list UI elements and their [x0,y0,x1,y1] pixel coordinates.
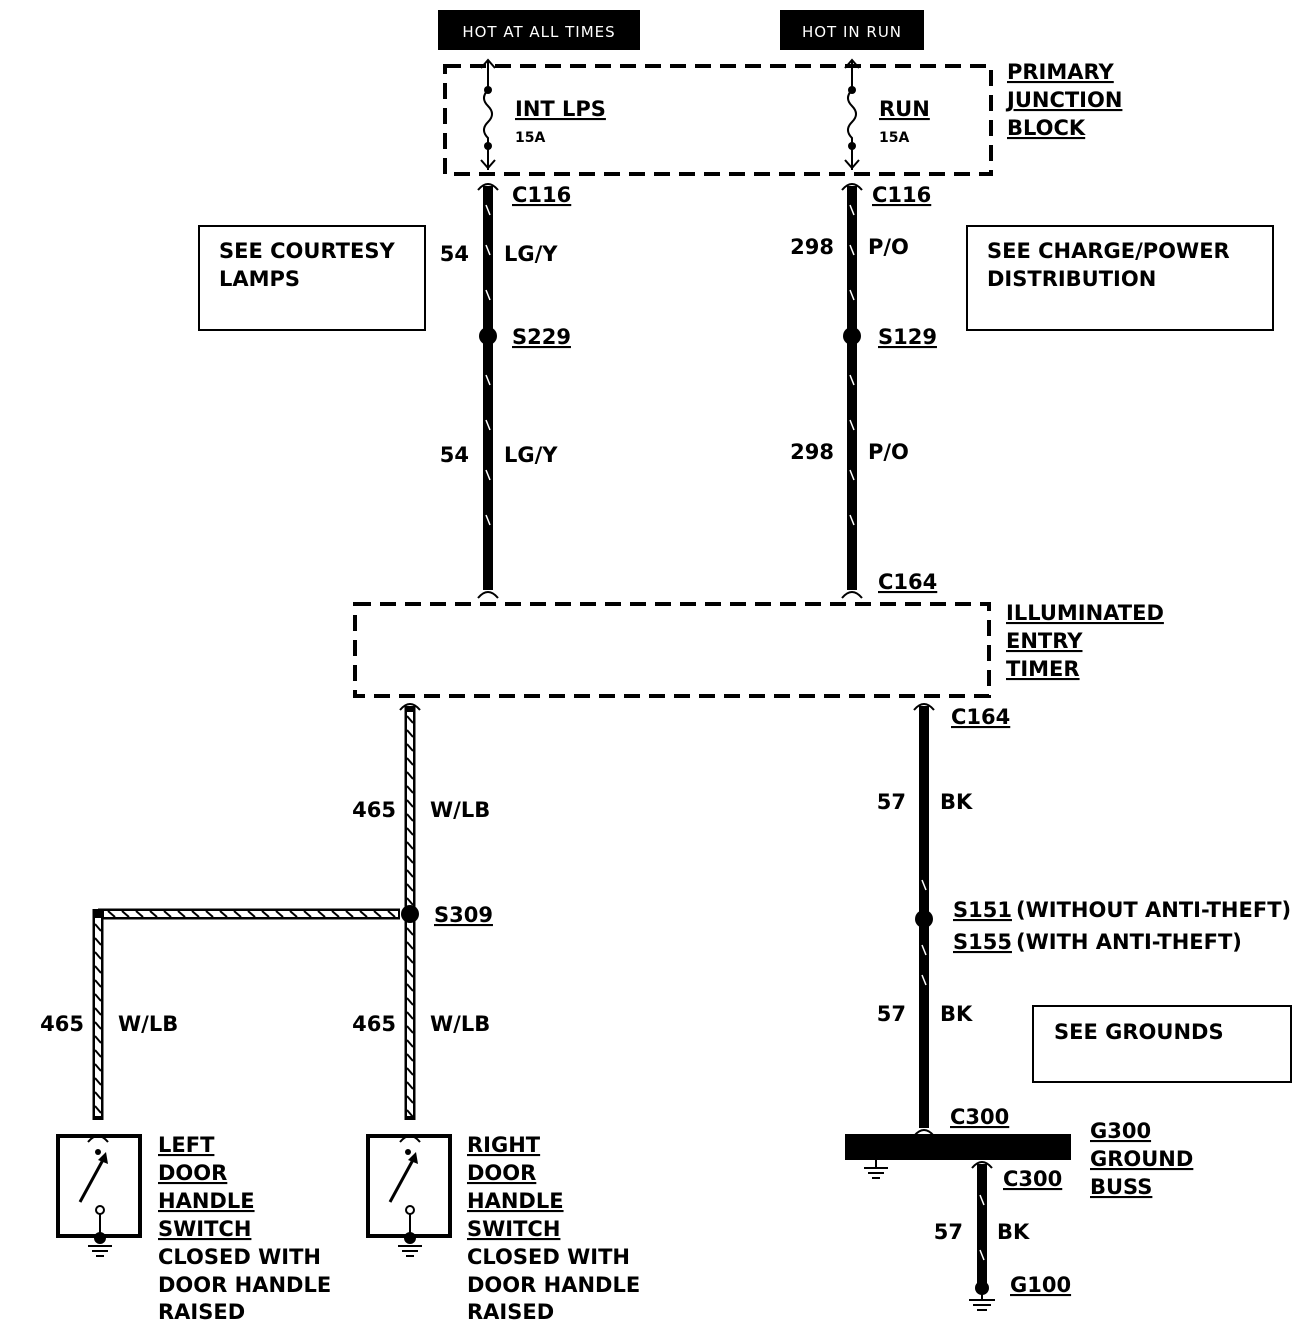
splice-s151-note: (WITHOUT ANTI-THEFT) [1016,898,1291,922]
wire-bk-lower-number: 57 [934,1220,963,1244]
left-switch-name-line-1: LEFT [158,1133,215,1157]
splice-s309-label: S309 [434,903,493,927]
wire-wlb-right-number: 465 [352,1012,396,1036]
ground-buss-line-3: BUSS [1090,1175,1152,1199]
left-switch-note-line-2: DOOR HANDLE [158,1273,331,1297]
wire-bk-upper-number: 57 [877,790,906,814]
illuminated-entry-timer [353,602,991,698]
wire-wlb-left-number: 465 [40,1012,84,1036]
g100-label: G100 [1010,1273,1071,1297]
c116-right-label: C116 [872,183,931,207]
ground-buss-bar [845,1134,1071,1160]
timer-label-line-2: ENTRY [1006,629,1083,653]
wire-lgy-upper-color: LG/Y [504,242,558,266]
timer-label-line-1: ILLUMINATED [1006,601,1164,625]
left-switch-name-line-4: SWITCH [158,1217,251,1241]
wire-bk-lower-color: BK [997,1220,1030,1244]
right-switch-name-line-3: HANDLE [467,1189,564,1213]
left-switch-name-line-3: HANDLE [158,1189,255,1213]
fuse-run [844,58,860,170]
wire-bk-middle-color: BK [940,1002,973,1026]
wire-wlb-right-color: W/LB [430,1012,490,1036]
splice-s155-label: S155 [953,930,1012,954]
right-switch-name-line-4: SWITCH [467,1217,560,1241]
wire-bk-upper-color: BK [940,790,973,814]
hot-in-run-label: HOT IN RUN [802,23,902,41]
right-switch-note-line-3: RAISED [467,1300,554,1322]
see-courtesy-lamps-box [198,225,426,331]
pjb-label-line-2: JUNCTION [1005,88,1122,112]
c300-top-label: C300 [950,1105,1009,1129]
wire-wlb-hatches [94,715,414,1118]
wire-lgy-lower-number: 54 [440,443,469,467]
right-switch-note-line-1: CLOSED WITH [467,1245,630,1269]
g100-ground-icon [969,1281,995,1311]
splice-s229-label: S229 [512,325,571,349]
c116-left-label: C116 [512,183,571,207]
fuse-run-name: RUN [879,97,930,121]
see-grounds-box [1032,1005,1292,1083]
see-courtesy-lamps-line-2: LAMPS [219,267,300,291]
hot-at-all-times-label: HOT AT ALL TIMES [462,23,615,41]
wire-lgy-upper-number: 54 [440,242,469,266]
splice-s129-label: S129 [878,325,937,349]
see-charge-power-line-2: DISTRIBUTION [987,267,1156,291]
ground-buss-line-1: G300 [1090,1119,1151,1143]
see-charge-power-line-1: SEE CHARGE/POWER [987,239,1230,263]
wire-bk [913,703,935,1137]
wire-bk-lower [971,1161,993,1284]
ground-buss-line-2: GROUND [1090,1147,1193,1171]
fuse-int-lps-rating: 15A [515,130,545,146]
see-courtesy-lamps-line-1: SEE COURTESY [219,239,395,263]
ground-buss-ground-icon [864,1160,888,1179]
splice-s155-note: (WITH ANTI-THEFT) [1016,930,1242,954]
fuse-int-lps [480,58,496,170]
wire-wlb-left-color: W/LB [118,1012,178,1036]
right-switch-name-line-2: DOOR [467,1161,536,1185]
right-door-handle-switch [366,1134,452,1257]
wire-lgy-lower-color: LG/Y [504,443,558,467]
wire-po-upper-number: 298 [790,235,834,259]
wire-po-lower-number: 298 [790,440,834,464]
wire-wlb-upper-color: W/LB [430,798,490,822]
hot-in-run-header [780,10,924,50]
primary-junction-block [443,64,993,176]
hot-at-all-times-header [438,10,640,50]
fuse-int-lps-name: INT LPS [515,97,606,121]
right-switch-note-line-2: DOOR HANDLE [467,1273,640,1297]
wire-po-lower-color: P/O [868,440,909,464]
wire-wlb [92,703,421,1120]
wire-lgy [477,183,499,599]
pjb-label-line-1: PRIMARY [1007,60,1115,84]
pjb-label-line-3: BLOCK [1007,116,1086,140]
see-charge-power-box [966,225,1274,331]
c300-bottom-label: C300 [1003,1167,1062,1191]
c164-bottom-label: C164 [951,705,1010,729]
wire-wlb-upper-number: 465 [352,798,396,822]
right-switch-name-line-1: RIGHT [467,1133,541,1157]
c164-top-label: C164 [878,570,937,594]
splice-s151-label: S151 [953,898,1012,922]
wire-bk-middle-number: 57 [877,1002,906,1026]
left-switch-name-line-2: DOOR [158,1161,227,1185]
see-grounds-label: SEE GROUNDS [1054,1020,1224,1044]
timer-label-line-3: TIMER [1006,657,1080,681]
left-door-handle-switch [56,1134,142,1257]
left-switch-note-line-1: CLOSED WITH [158,1245,321,1269]
wire-po-upper-color: P/O [868,235,909,259]
fuse-run-rating: 15A [879,130,909,146]
left-switch-note-line-3: RAISED [158,1300,245,1322]
wire-po [841,183,863,599]
